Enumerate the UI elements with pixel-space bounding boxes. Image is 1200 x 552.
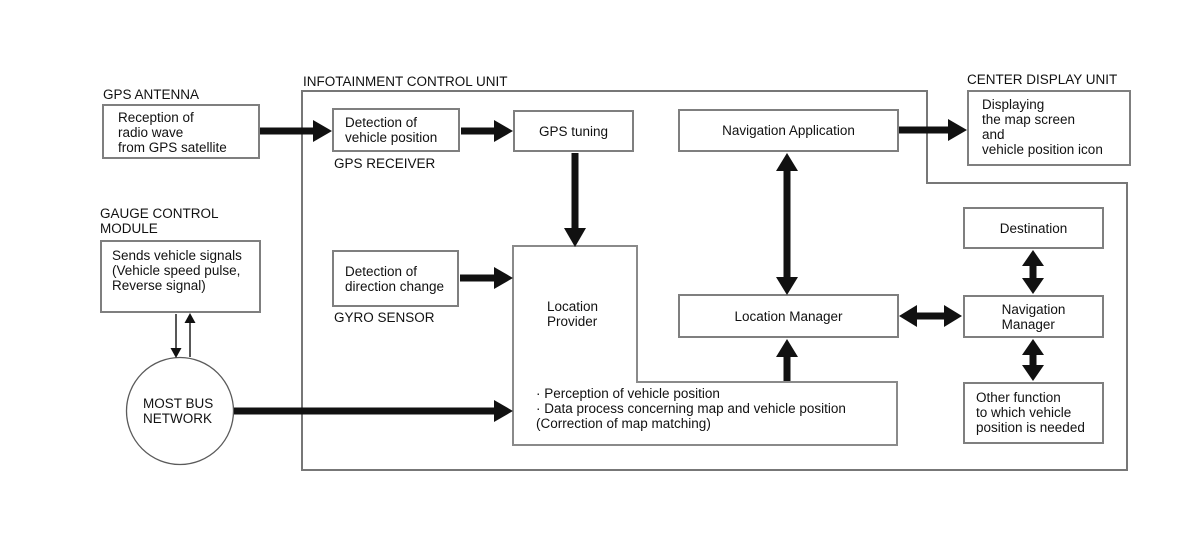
arrow-gauge-module-to-most-bus bbox=[170, 314, 182, 358]
gps-receiver-box: Detection of vehicle position bbox=[332, 108, 460, 152]
arrow-most-bus-to-gauge-module bbox=[184, 313, 196, 357]
infotainment-control-unit-label: INFOTAINMENT CONTROL UNIT bbox=[303, 74, 508, 89]
arrow-destination-navigation-manager bbox=[1022, 250, 1044, 294]
arrow-navigation-application-location-manager bbox=[776, 153, 798, 295]
arrow-gps-antenna-to-gps-receiver bbox=[260, 120, 332, 142]
navigation-manager-text: Navigation Manager bbox=[1001, 301, 1066, 332]
arrow-location-manager-navigation-manager bbox=[899, 305, 962, 327]
location-manager-box: Location Manager bbox=[678, 294, 899, 338]
navigation-manager-box: Navigation Manager bbox=[963, 295, 1104, 338]
gauge-control-module-label: GAUGE CONTROL MODULE bbox=[100, 206, 219, 236]
arrow-navigation-application-to-center-display bbox=[899, 119, 967, 141]
arrow-gyro-sensor-to-location-provider bbox=[460, 267, 513, 289]
location-provider-functions-text: · Perception of vehicle position · Data … bbox=[536, 386, 846, 431]
gyro-sensor-box: Detection of direction change bbox=[332, 250, 459, 307]
arrow-gps-tuning-to-location-provider bbox=[564, 153, 586, 247]
center-display-box: Displaying the map screen and vehicle po… bbox=[967, 90, 1131, 166]
gps-antenna-label: GPS ANTENNA bbox=[103, 87, 200, 102]
gps-antenna-box: Reception of radio wave from GPS satelli… bbox=[102, 104, 260, 159]
most-bus-network-text: MOST BUS NETWORK bbox=[143, 396, 214, 426]
location-provider-text: Location Provider bbox=[547, 299, 599, 329]
other-function-box: Other function to which vehicle position… bbox=[963, 382, 1104, 444]
center-display-unit-label: CENTER DISPLAY UNIT bbox=[967, 72, 1118, 87]
gps-receiver-label: GPS RECEIVER bbox=[334, 156, 436, 171]
arrow-most-bus-to-location-provider bbox=[234, 400, 513, 422]
arrow-gps-receiver-to-gps-tuning bbox=[461, 120, 513, 142]
arrow-navigation-manager-other-function bbox=[1022, 339, 1044, 381]
gauge-control-module-box: Sends vehicle signals (Vehicle speed pul… bbox=[100, 240, 261, 313]
gyro-sensor-label: GYRO SENSOR bbox=[334, 310, 435, 325]
navigation-application-box: Navigation Application bbox=[678, 109, 899, 152]
gps-tuning-box: GPS tuning bbox=[513, 110, 634, 152]
destination-box: Destination bbox=[963, 207, 1104, 249]
arrow-location-provider-to-location-manager bbox=[776, 339, 798, 381]
